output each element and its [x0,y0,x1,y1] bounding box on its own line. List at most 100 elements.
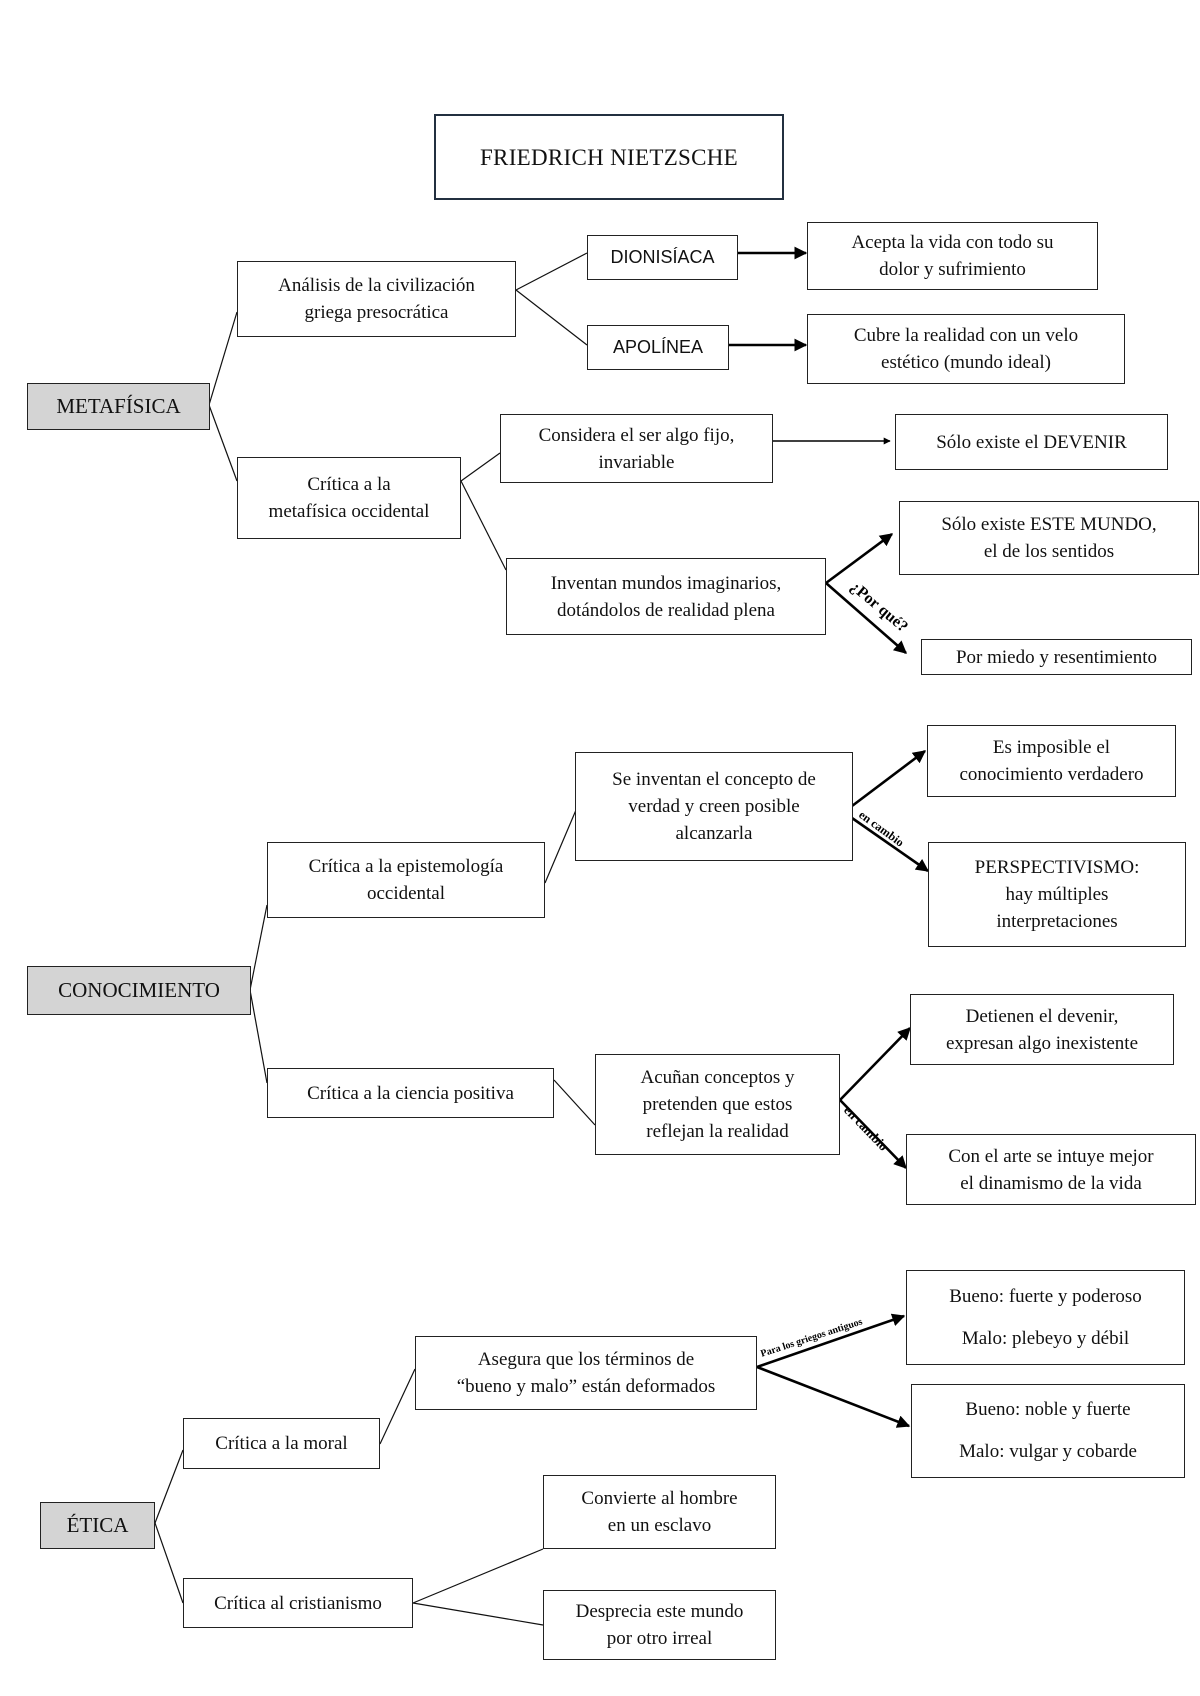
node-text-line: verdad y creen posible [628,796,800,817]
node-imposible-conocimiento: Es imposible el conocimiento verdadero [927,725,1176,797]
node-detienen-devenir: Detienen el devenir, expresan algo inexi… [910,994,1174,1065]
node-text-line: Se inventan el concepto de [612,769,816,790]
node-text-line: Cubre la realidad con un velo [853,325,1079,346]
node-inventan-mundos: Inventan mundos imaginarios, dotándolos … [506,558,826,635]
node-text-line: Acuñan conceptos y [640,1067,795,1088]
node-concepto-verdad: Se inventan el concepto de verdad y cree… [575,752,853,861]
node-text-line: Bueno: fuerte y poderoso [949,1285,1142,1307]
category-metafisica: METAFÍSICA [27,383,210,430]
node-text-line: hay múltiples [1005,884,1109,905]
node-text-line: en un esclavo [607,1515,712,1536]
node-arte-dinamismo: Con el arte se intuye mejor el dinamismo… [906,1134,1196,1205]
node-text-line: estético (mundo ideal) [881,352,1051,373]
title-box: FRIEDRICH NIETZSCHE [434,114,784,200]
node-text-line: DIONISÍACA [610,247,715,267]
connector-moral-asegura [379,1368,416,1445]
node-text-line: alcanzarla [675,823,753,844]
node-analisis-civilizacion: Análisis de la civilización griega preso… [237,261,516,337]
connector-conocimiento-epistemologia [249,904,268,991]
arrow-bueno-noble [756,1365,911,1428]
node-bueno-fuerte-poderoso: Bueno: fuerte y poderoso Malo: plebeyo y… [906,1270,1185,1365]
node-perspectivismo: PERSPECTIVISMO: hay múltiples interpreta… [928,842,1186,947]
node-critica-cristianismo: Crítica al cristianismo [183,1578,413,1628]
node-cubre-realidad: Cubre la realidad con un velo estético (… [807,314,1125,384]
node-text-line: Malo: vulgar y cobarde [959,1441,1137,1462]
node-text-line: dolor y sufrimiento [879,259,1026,280]
node-text-line: Sólo existe ESTE MUNDO, [941,514,1157,535]
node-bueno-noble-fuerte: Bueno: noble y fuerte Malo: vulgar y cob… [911,1384,1185,1478]
connector-etica-cristianismo [154,1522,184,1604]
category-etica: ÉTICA [40,1502,155,1549]
node-text-line: occidental [366,883,446,904]
connector-cristianismo-esclavo [412,1548,544,1604]
node-asegura-terminos: Asegura que los términos de “bueno y mal… [415,1336,757,1410]
node-text-line: invariable [598,451,675,473]
arrow-detienen [839,1027,911,1101]
node-text-line: Bueno: noble y fuerte [965,1399,1131,1420]
node-text-line: expresan algo inexistente [945,1032,1139,1054]
node-text-line: Crítica a la moral [215,1433,348,1454]
node-acepta-vida: Acepta la vida con todo su dolor y sufri… [807,222,1098,290]
connector-analisis-dionisiaca [515,252,588,291]
connector-ciencia-acunan [553,1079,596,1126]
node-convierte-esclavo: Convierte al hombre en un esclavo [543,1475,776,1549]
node-text-line: griega presocrática [304,302,449,323]
category-label: METAFÍSICA [56,394,181,418]
node-text-line: PERSPECTIVISMO: [974,857,1140,878]
node-text-line: Convierte al hombre [581,1488,738,1509]
node-text-line: “bueno y malo” están deformados [456,1376,716,1397]
node-text-line: Detienen el devenir, [965,1005,1119,1027]
node-text-line: Análisis de la civilización [278,275,475,296]
node-text-line: Acepta la vida con todo su [851,232,1054,253]
category-label: CONOCIMIENTO [58,978,220,1002]
node-desprecia-mundo: Desprecia este mundo por otro irreal [543,1590,776,1660]
node-text-line: Crítica al cristianismo [214,1592,382,1614]
category-conocimiento: CONOCIMIENTO [27,966,251,1015]
node-este-mundo: Sólo existe ESTE MUNDO, el de los sentid… [899,501,1199,575]
node-text-line: Por miedo y resentimiento [955,646,1158,668]
node-text-line: APOLÍNEA [612,337,704,357]
node-critica-ciencia: Crítica a la ciencia positiva [267,1068,554,1118]
node-critica-moral: Crítica a la moral [183,1418,380,1469]
node-text-line: Es imposible el [992,737,1111,758]
node-devenir: Sólo existe el DEVENIR [895,414,1168,470]
node-text-line: Con el arte se intuye mejor [948,1145,1154,1167]
node-critica-metafisica: Crítica a la metafísica occidental [237,457,461,539]
arrow-bueno-fuerte [756,1313,906,1369]
node-considera-ser: Considera el ser algo fijo, invariable [500,414,773,483]
node-text-line: Crítica a la [307,474,391,495]
node-dionisiaca: DIONISÍACA [587,235,738,280]
node-text-line: reflejan la realidad [646,1121,789,1142]
node-apolinea: APOLÍNEA [587,325,729,370]
node-text-line: conocimiento verdadero [959,764,1144,785]
connector-metafisica-critica [208,404,238,482]
connector-critica-considera [460,452,501,482]
node-text-line: interpretaciones [996,911,1118,932]
node-acunan-conceptos: Acuñan conceptos y pretenden que estos r… [595,1054,840,1155]
category-label: ÉTICA [66,1513,129,1537]
connector-epistemologia-verdad [544,809,577,884]
node-text-line: Sólo existe el DEVENIR [936,431,1127,453]
connector-conocimiento-ciencia [249,989,268,1084]
node-text-line: el dinamismo de la vida [960,1172,1142,1194]
node-miedo-resentimiento: Por miedo y resentimiento [921,639,1192,675]
connector-critica-inventan [460,480,507,571]
node-text-line: Considera el ser algo fijo, [538,424,735,446]
node-critica-epistemologia: Crítica a la epistemología occidental [267,842,545,918]
arrow-arte [839,1099,907,1169]
node-text-line: metafísica occidental [268,501,430,522]
node-text-line: por otro irreal [606,1628,713,1649]
node-text-line: Crítica a la epistemología [308,856,504,877]
arrow-este-mundo [825,532,894,585]
arrow-imposible [851,749,927,808]
node-text-line: Inventan mundos imaginarios, [550,572,782,594]
connector-cristianismo-desprecia [412,1602,544,1626]
connector-etica-moral [154,1449,184,1524]
node-text-line: Asegura que los términos de [477,1349,695,1370]
connector-metafisica-analisis [208,311,238,406]
node-text-line: el de los sentidos [983,541,1115,562]
node-text-line: dotándolos de realidad plena [557,599,775,621]
node-text-line: Desprecia este mundo [575,1601,744,1622]
